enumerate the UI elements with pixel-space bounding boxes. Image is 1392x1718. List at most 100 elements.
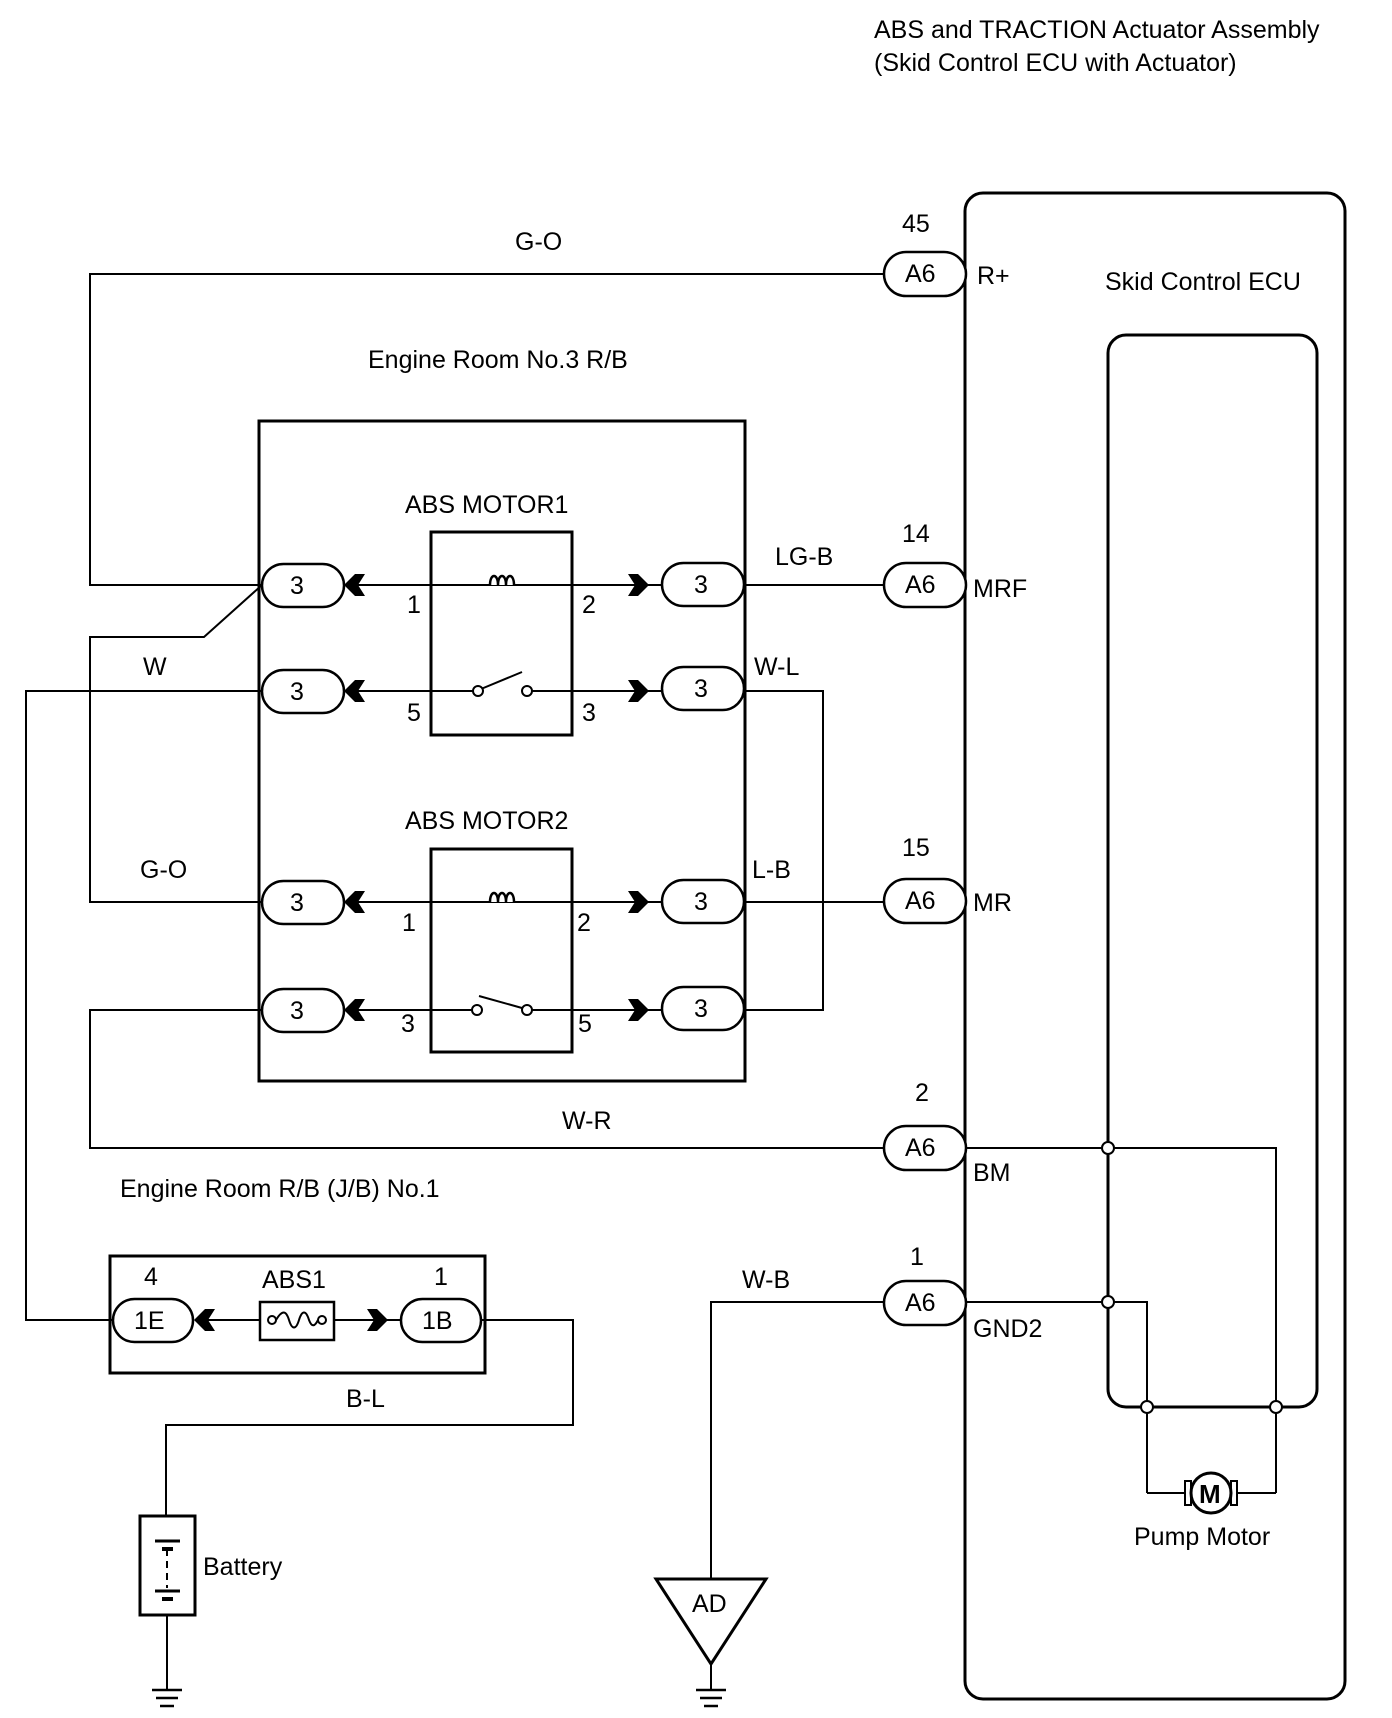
ecu-pin-bm: 2 A6 BM <box>882 1079 1011 1187</box>
fuse-right-pin: 1 <box>434 1263 448 1291</box>
rb-connector-right-3: 3 <box>660 878 746 925</box>
terminal-arrow-icon <box>628 574 649 596</box>
pin-name: GND2 <box>973 1315 1042 1343</box>
relay1-pin5: 5 <box>407 699 421 727</box>
connector-label: A6 <box>905 887 936 915</box>
pump-motor-label: Pump Motor <box>1134 1523 1270 1551</box>
relay-block-box <box>257 419 747 1083</box>
svg-text:M: M <box>1199 1479 1221 1509</box>
fuse-connector-1e: 1E <box>111 1297 195 1344</box>
terminal-arrow-icon <box>344 574 365 596</box>
fuse-block-box <box>108 1254 487 1375</box>
pin-name: MRF <box>973 575 1027 603</box>
connector-label: A6 <box>905 571 936 599</box>
assembly-title: ABS and TRACTION Actuator Assembly <box>874 16 1320 44</box>
wire-go-lower <box>89 584 263 903</box>
pin-name: BM <box>973 1159 1011 1187</box>
relay2-switch-blade-icon <box>478 995 523 1009</box>
rb-connector-left-4: 3 <box>260 987 346 1034</box>
terminal-arrow-icon <box>344 891 365 913</box>
svg-text:1B: 1B <box>422 1307 453 1335</box>
wire-lgb-label: LG-B <box>775 543 833 571</box>
rb-connector-right-2: 3 <box>660 665 746 712</box>
relay2-pin5: 5 <box>578 1010 592 1038</box>
junction-dot <box>1269 1400 1283 1414</box>
relay1-pin2: 2 <box>582 591 596 619</box>
wire-w-label: W <box>143 653 167 681</box>
ground-point-label: AD <box>692 1590 727 1618</box>
fuse-block-label: Engine Room R/B (J/B) No.1 <box>120 1175 440 1203</box>
pin-number: 2 <box>915 1079 929 1107</box>
connector-a6 <box>882 250 968 298</box>
terminal-arrow-icon <box>628 680 649 702</box>
wire-wb <box>710 1301 884 1579</box>
pin-number: 14 <box>902 520 930 548</box>
wire-bl <box>165 1319 574 1516</box>
relay1-switch-contact-icon <box>521 685 533 697</box>
relay2-box <box>429 847 574 1054</box>
wire-go-top <box>89 273 926 586</box>
junction-dot <box>1101 1141 1115 1155</box>
relay1-switch-blade-icon <box>480 671 523 690</box>
terminal-arrow-icon <box>194 1309 215 1331</box>
fuse-connector-1b: 1B <box>399 1297 483 1344</box>
wire-wb-label: W-B <box>742 1266 790 1294</box>
connector-label: A6 <box>905 1134 936 1162</box>
terminal-arrow-icon <box>344 680 365 702</box>
terminal-arrow-icon <box>344 999 365 1021</box>
wire-go-lower-label: G-O <box>140 856 187 884</box>
wire-w <box>25 690 262 1321</box>
ground-point-triangle-icon <box>653 1577 769 1667</box>
connector-label: A6 <box>905 260 936 288</box>
fuse-name: ABS1 <box>262 1266 326 1294</box>
relay1-label: ABS MOTOR1 <box>405 491 568 519</box>
fuse-left-pin: 4 <box>144 1263 158 1291</box>
pin-name: MR <box>973 889 1012 917</box>
ecu-pin-r-plus: 45 A6 R+ <box>882 210 1010 298</box>
svg-text:3: 3 <box>290 678 304 706</box>
svg-text:3: 3 <box>290 889 304 917</box>
relay2-switch-contact-icon <box>471 1004 483 1016</box>
ecu-pin-mr: 15 A6 MR <box>882 834 1012 925</box>
connector-label: A6 <box>905 1289 936 1317</box>
svg-text:3: 3 <box>290 997 304 1025</box>
junction-dot <box>1101 1295 1115 1309</box>
assembly-subtitle: (Skid Control ECU with Actuator) <box>874 49 1237 77</box>
wire-wr <box>89 1009 884 1149</box>
wire-lb-label: L-B <box>752 856 791 884</box>
svg-text:3: 3 <box>694 675 708 703</box>
pin-number: 15 <box>902 834 930 862</box>
battery-label: Battery <box>203 1553 283 1581</box>
pin-name: R+ <box>977 262 1010 290</box>
actuator-loop <box>1106 333 1319 1409</box>
wire-gnd2-internal <box>966 1301 1148 1493</box>
ecu-box <box>963 191 1347 1701</box>
relay2-pin1: 1 <box>402 909 416 937</box>
svg-text:1E: 1E <box>134 1307 165 1335</box>
ground-icon <box>696 1688 726 1708</box>
junction-dot <box>1140 1400 1154 1414</box>
wire-bm-internal <box>966 1147 1277 1493</box>
ecu-label: Skid Control ECU <box>1105 268 1301 296</box>
ecu-pin-mrf: 14 A6 MRF <box>882 520 1027 609</box>
wire-go-top-label: G-O <box>515 228 562 256</box>
ground-icon <box>152 1688 182 1708</box>
rb-connector-right-4: 3 <box>660 985 746 1032</box>
relay1-box <box>429 530 574 737</box>
rb-connector-right-1: 3 <box>660 561 746 608</box>
rb-connector-left-1: 3 <box>260 562 346 609</box>
relay1-coil-icon <box>488 574 516 586</box>
relay2-coil-icon <box>488 891 516 903</box>
wire-bl-label: B-L <box>346 1385 385 1413</box>
rb-connector-left-3: 3 <box>260 879 346 926</box>
svg-text:3: 3 <box>694 888 708 916</box>
fuse-icon <box>258 1300 336 1342</box>
relay2-pin2: 2 <box>577 909 591 937</box>
relay2-switch-contact-icon <box>521 1004 533 1016</box>
relay1-switch-contact-icon <box>472 685 484 697</box>
terminal-arrow-icon <box>628 999 649 1021</box>
relay2-pin3: 3 <box>401 1010 415 1038</box>
relay1-pin3: 3 <box>582 699 596 727</box>
ecu-pin-gnd2: 1 A6 GND2 <box>882 1243 1042 1343</box>
